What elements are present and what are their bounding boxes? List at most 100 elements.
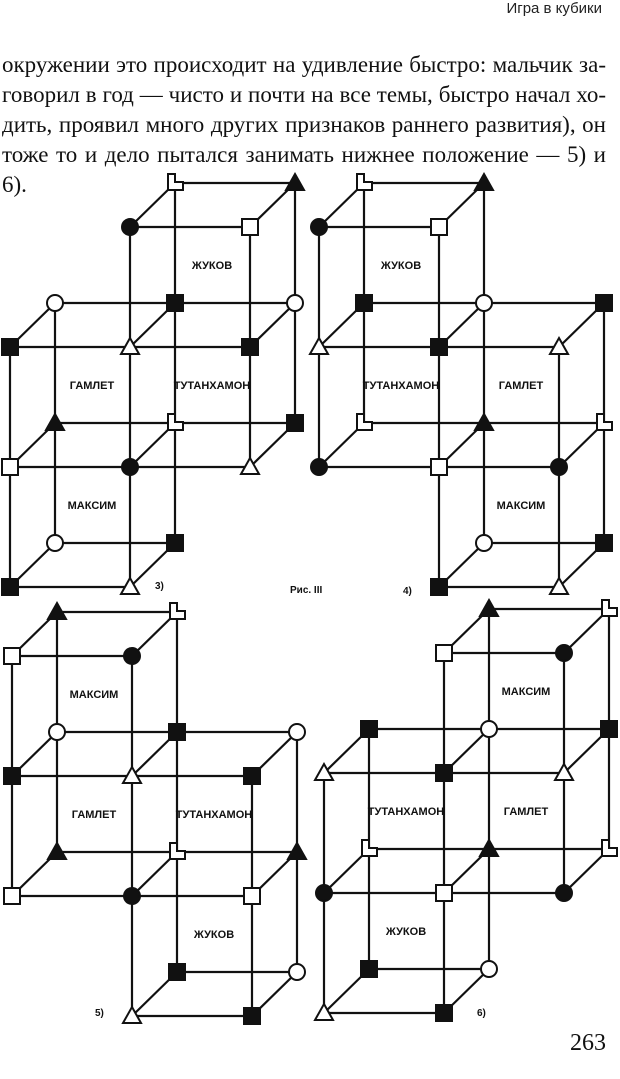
l-shape-node	[169, 842, 186, 860]
open-circle-node	[475, 294, 493, 312]
l-shape-node	[167, 173, 184, 191]
cube-name-label: ЖУКОВ	[385, 926, 426, 938]
filled-square-node	[600, 720, 618, 738]
open-square-node	[3, 887, 21, 905]
filled-circle-node	[310, 218, 328, 236]
filled-square-node	[168, 723, 186, 741]
filled-square-node	[355, 294, 373, 312]
text-line: дить, проявил много других признаков ран…	[2, 110, 606, 140]
filled-square-node	[435, 1004, 453, 1022]
l-shape-node	[601, 599, 618, 617]
open-square-node	[1, 458, 19, 476]
filled-square-node	[435, 764, 453, 782]
open-circle-node	[480, 960, 498, 978]
open-triangle-node	[119, 575, 141, 595]
open-triangle-node	[119, 335, 141, 355]
page-number: 263	[570, 1030, 606, 1056]
filled-circle-node	[123, 887, 141, 905]
open-circle-node	[288, 963, 306, 981]
open-square-node	[435, 644, 453, 662]
open-triangle-node	[313, 1001, 335, 1021]
panel-label: 4)	[403, 586, 412, 597]
open-circle-node	[286, 294, 304, 312]
open-triangle-node	[548, 335, 570, 355]
filled-square-node	[166, 294, 184, 312]
filled-circle-node	[310, 458, 328, 476]
cube-name-label: ЖУКОВ	[191, 260, 232, 272]
open-circle-node	[288, 723, 306, 741]
filled-square-node	[3, 767, 21, 785]
filled-square-node	[430, 338, 448, 356]
figure-caption: Рис. III	[290, 585, 322, 596]
filled-square-node	[243, 767, 261, 785]
filled-square-node	[243, 1007, 261, 1025]
cube-name-label: МАКСИМ	[497, 500, 546, 512]
cube-name-label: ТУТАНХАМОН	[174, 380, 250, 392]
filled-square-node	[360, 960, 378, 978]
l-shape-node	[601, 839, 618, 857]
cube-name-label: ЖУКОВ	[380, 260, 421, 272]
filled-circle-node	[555, 644, 573, 662]
l-shape-node	[356, 173, 373, 191]
filled-square-node	[168, 963, 186, 981]
filled-triangle-node	[284, 171, 306, 191]
filled-square-node	[1, 578, 19, 596]
open-circle-node	[48, 723, 66, 741]
open-square-node	[241, 218, 259, 236]
cube-panel-6: МАКСИМ ТУТАНХАМОН ГАМЛЕТ ЖУКОВ	[313, 597, 618, 1022]
text-line-content: окружении это происходит на удивление бы…	[2, 52, 606, 77]
filled-triangle-node	[44, 411, 66, 431]
filled-circle-node	[121, 218, 139, 236]
filled-triangle-node	[478, 597, 500, 617]
panel-label: 5)	[95, 1008, 104, 1019]
cube-panel-5: МАКСИМ ГАМЛЕТ ТУТАНХАМОН ЖУКОВ	[3, 600, 308, 1025]
open-circle-node	[46, 294, 64, 312]
filled-square-node	[430, 578, 448, 596]
filled-triangle-node	[473, 411, 495, 431]
cube-name-label: МАКСИМ	[70, 689, 119, 701]
filled-square-node	[241, 338, 259, 356]
cube-name-label: МАКСИМ	[502, 686, 551, 698]
open-square-node	[243, 887, 261, 905]
cube-name-label: ГАМЛЕТ	[499, 380, 544, 392]
filled-circle-node	[123, 647, 141, 665]
text-line-content: дить, проявил много других признаков ран…	[2, 112, 606, 137]
text-line-content: говорил в год — чисто и почти на все тем…	[2, 82, 606, 107]
filled-square-node	[166, 534, 184, 552]
l-shape-node	[169, 602, 186, 620]
running-header: Игра в кубики	[506, 0, 602, 17]
filled-triangle-node	[478, 837, 500, 857]
cube-name-label: МАКСИМ	[68, 500, 117, 512]
l-shape-node	[356, 413, 373, 431]
open-triangle-node	[313, 761, 335, 781]
body-paragraph: окружении это происходит на удивление бы…	[2, 50, 606, 200]
cube-name-label: ТУТАНХАМОН	[363, 380, 439, 392]
panel-label: 3)	[155, 581, 164, 592]
cube-name-label: ТУТАНХАМОН	[176, 809, 252, 821]
filled-square-node	[595, 534, 613, 552]
open-triangle-node	[121, 764, 143, 784]
filled-square-node	[1, 338, 19, 356]
open-square-node	[430, 218, 448, 236]
filled-triangle-node	[46, 840, 68, 860]
text-line-content: тоже то и дело пытался занимать нижнее п…	[2, 142, 606, 197]
open-square-node	[435, 884, 453, 902]
filled-triangle-node	[286, 840, 308, 860]
l-shape-node	[596, 413, 613, 431]
cube-name-label: ГАМЛЕТ	[504, 806, 549, 818]
open-triangle-node	[553, 761, 575, 781]
text-line: говорил в год — чисто и почти на все тем…	[2, 80, 606, 110]
open-circle-node	[475, 534, 493, 552]
cube-name-label: ТУТАНХАМОН	[368, 806, 444, 818]
open-triangle-node	[121, 1004, 143, 1024]
open-triangle-node	[308, 335, 330, 355]
filled-square-node	[360, 720, 378, 738]
cube-name-label: ЖУКОВ	[193, 929, 234, 941]
panel-label: 6)	[477, 1008, 486, 1019]
filled-circle-node	[555, 884, 573, 902]
open-triangle-node	[239, 455, 261, 475]
cube-name-label: ГАМЛЕТ	[72, 809, 117, 821]
filled-square-node	[595, 294, 613, 312]
text-line: тоже то и дело пытался занимать нижнее п…	[2, 140, 606, 200]
